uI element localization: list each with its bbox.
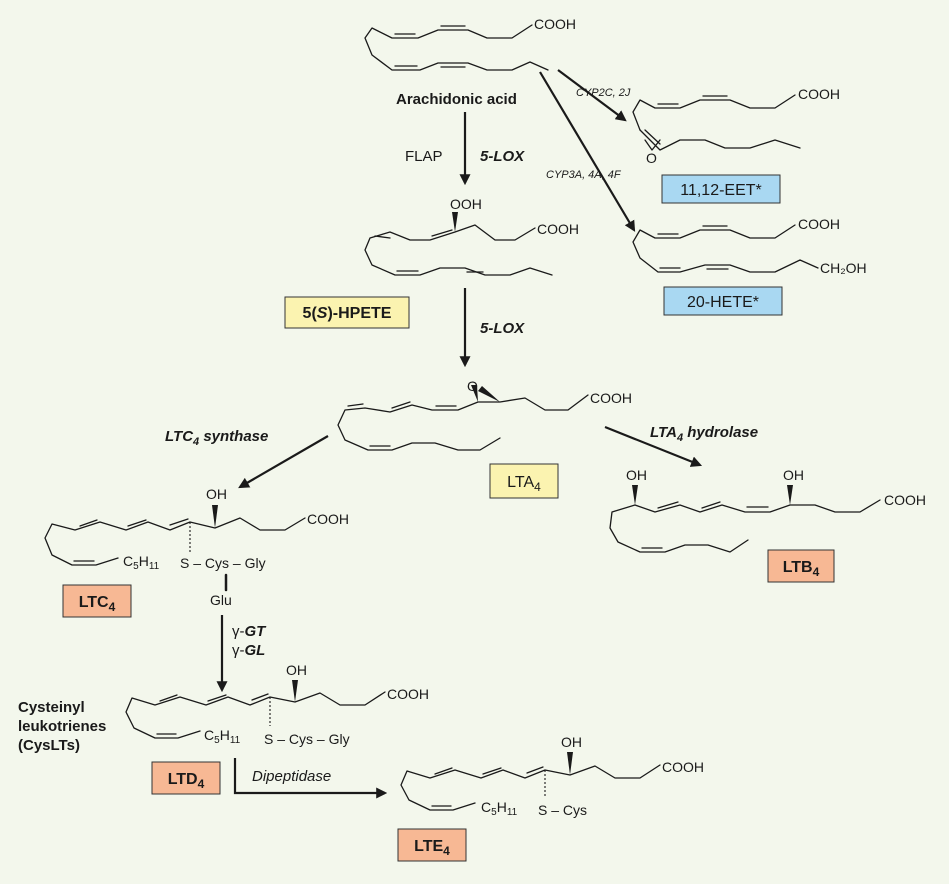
arachidonic-acid-structure: COOH xyxy=(364,16,576,71)
lte4-label: LTE4 xyxy=(414,838,450,858)
gamma-gt-label: γ-GT xyxy=(232,623,267,640)
dipeptidase-label: Dipeptidase xyxy=(252,768,331,785)
ltc4-synthase-label: LTC4 synthase xyxy=(165,428,268,448)
lta4-box xyxy=(489,463,559,499)
ltb4-box xyxy=(767,549,835,583)
ltb4-oh-1: OH xyxy=(626,467,647,483)
lta4-hydrolase-label: LTA4 hydrolase xyxy=(650,424,758,444)
lte4-peptide: S – Cys xyxy=(538,802,587,818)
eet-box xyxy=(661,174,781,204)
cysteinyl-label-3: (CysLTs) xyxy=(18,737,80,754)
5-lox-label-2: 5-LOX xyxy=(480,320,525,337)
hete-cooh: COOH xyxy=(798,216,840,232)
ltc4-peptide: S – Cys – Gly xyxy=(180,555,266,571)
ltc4-label: LTC4 xyxy=(79,594,116,614)
lta4-label: LTA4 xyxy=(507,474,541,494)
ltc4-cooh: COOH xyxy=(307,511,349,527)
dipeptidase-arrow xyxy=(233,758,388,799)
lte4-structure: OH COOH C5H11 S – Cys xyxy=(400,734,704,818)
hpete-cooh: COOH xyxy=(537,221,579,237)
hete-ch2oh: CH₂OH xyxy=(820,260,867,276)
hete-structure: COOH CH₂OH xyxy=(632,216,867,276)
ltd4-box xyxy=(151,761,221,795)
ltb4-structure: OH OH COOH xyxy=(609,467,926,553)
lta4-hydrolase-arrow xyxy=(604,425,703,467)
eet-structure: O COOH xyxy=(632,86,840,166)
ltd4-c5h11: C5H11 xyxy=(204,727,241,746)
flap-label: FLAP xyxy=(405,148,443,165)
ltc4-structure: OH COOH C5H11 S – Cys – Gly Glu xyxy=(44,486,349,608)
lte4-cooh: COOH xyxy=(662,759,704,775)
hpete-label: 5(S)-HPETE xyxy=(303,305,392,322)
ltd4-structure: OH COOH C5H11 S – Cys – Gly xyxy=(125,662,429,747)
ltd4-peptide: S – Cys – Gly xyxy=(264,731,350,747)
ltd4-cooh: COOH xyxy=(387,686,429,702)
ltb4-cooh: COOH xyxy=(884,492,926,508)
arachidonic-acid-label: Arachidonic acid xyxy=(396,91,517,108)
5-lox-label-1: 5-LOX xyxy=(480,148,525,165)
cysteinyl-label-1: Cysteinyl xyxy=(18,699,85,716)
eet-label: 11,12-EET* xyxy=(680,182,762,199)
lta4-structure: O COOH xyxy=(337,378,632,451)
hete-box xyxy=(663,286,783,316)
aa-cooh: COOH xyxy=(534,16,576,32)
eet-epoxide-o: O xyxy=(646,150,657,166)
ltc4-glu: Glu xyxy=(210,592,232,608)
cysteinyl-label-2: leukotrienes xyxy=(18,718,106,735)
lte4-box xyxy=(397,828,467,862)
ltd4-label: LTD4 xyxy=(168,771,205,791)
ltb4-oh-2: OH xyxy=(783,467,804,483)
hpete-ooh: OOH xyxy=(450,196,482,212)
hpete-box xyxy=(284,296,410,329)
cyp2c-label: CYP2C, 2J xyxy=(576,87,631,99)
ltb4-label: LTB4 xyxy=(783,559,820,579)
ltc4-synthase-arrow xyxy=(238,435,329,489)
cyp3a-label: CYP3A, 4A, 4F xyxy=(546,169,622,181)
ltc4-box xyxy=(62,584,132,618)
cyp2c-arrow xyxy=(557,69,627,122)
lte4-oh: OH xyxy=(561,734,582,750)
lta4-epoxide-o: O xyxy=(467,378,478,394)
lta4-cooh: COOH xyxy=(590,390,632,406)
ltc4-oh: OH xyxy=(206,486,227,502)
lte4-c5h11: C5H11 xyxy=(481,799,518,818)
ltc4-c5h11: C5H11 xyxy=(123,553,160,572)
hpete-structure: OOH COOH xyxy=(364,196,579,276)
eet-cooh: COOH xyxy=(798,86,840,102)
hete-label: 20-HETE* xyxy=(687,294,759,311)
gamma-gl-label: γ-GL xyxy=(232,642,265,659)
cyp3a-arrow xyxy=(539,71,636,232)
ltd4-oh: OH xyxy=(286,662,307,678)
